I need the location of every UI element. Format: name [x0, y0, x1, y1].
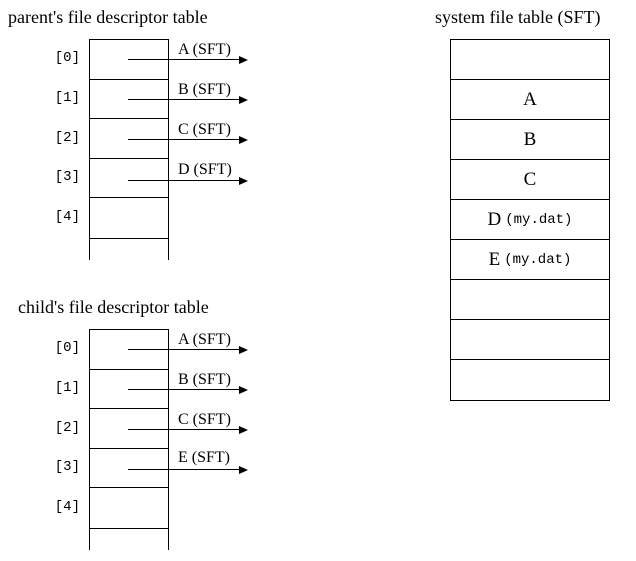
arrowhead — [239, 55, 248, 64]
sft-box: A B C D(my.dat) E(my.dat) — [450, 39, 610, 401]
sft-entry-label: A — [523, 88, 537, 110]
sft-entry-label: C — [523, 168, 537, 190]
sft-entry-file: (my.dat) — [504, 251, 572, 268]
fd-cell — [90, 409, 168, 449]
sft-cell-5: E(my.dat) — [451, 240, 609, 280]
fd-cell — [90, 119, 168, 159]
parent-fd-index-3: [3] — [54, 169, 80, 185]
child-fd-index-3: [3] — [54, 459, 80, 475]
child-pointer-arrow-1 — [128, 389, 240, 390]
sft-cell-7 — [451, 320, 609, 360]
sft-title: system file table (SFT) — [435, 7, 601, 27]
child-arrow-label-3: E (SFT) — [178, 449, 230, 466]
parent-fd-index-1: [1] — [54, 90, 80, 106]
arrowhead — [239, 465, 248, 474]
child-arrow-label-2: C (SFT) — [178, 411, 231, 428]
parent-pointer-arrow-1 — [128, 99, 240, 100]
fd-cell — [90, 198, 168, 238]
child-fd-index-2: [2] — [54, 420, 80, 436]
child-pointer-arrow-2 — [128, 429, 240, 430]
fd-cell — [90, 80, 168, 120]
parent-fd-index-0: [0] — [54, 50, 80, 66]
child-fd-table-continuation — [89, 529, 169, 550]
arrowhead — [239, 345, 248, 354]
sft-entry-file: (my.dat) — [505, 211, 573, 228]
sft-cell-8 — [451, 360, 609, 400]
sft-cell-1: A — [451, 80, 609, 120]
child-arrow-label-0: A (SFT) — [178, 331, 231, 348]
child-pointer-arrow-3 — [128, 469, 240, 470]
fd-cell — [90, 370, 168, 410]
fd-cell — [90, 488, 168, 528]
parent-fd-table-continuation — [89, 239, 169, 260]
fd-cell — [90, 449, 168, 489]
sft-cell-6 — [451, 280, 609, 320]
sft-entry-label: B — [523, 128, 537, 150]
sft-cell-0 — [451, 40, 609, 80]
arrowhead — [239, 425, 248, 434]
parent-table-title: parent's file descriptor table — [8, 7, 208, 27]
child-fd-index-1: [1] — [54, 380, 80, 396]
fd-cell — [90, 330, 168, 370]
fd-cell — [90, 40, 168, 80]
arrowhead — [239, 385, 248, 394]
parent-arrow-label-1: B (SFT) — [178, 81, 231, 98]
sft-cell-2: B — [451, 120, 609, 160]
parent-pointer-arrow-2 — [128, 139, 240, 140]
parent-fd-index-4: [4] — [54, 209, 80, 225]
arrowhead — [239, 95, 248, 104]
sft-cell-3: C — [451, 160, 609, 200]
parent-pointer-arrow-0 — [128, 59, 240, 60]
parent-arrow-label-0: A (SFT) — [178, 41, 231, 58]
child-fd-index-4: [4] — [54, 499, 80, 515]
fd-cell — [90, 159, 168, 199]
arrowhead — [239, 135, 248, 144]
sft-entry-label: E — [488, 248, 501, 270]
sft-cell-4: D(my.dat) — [451, 200, 609, 240]
parent-arrow-label-3: D (SFT) — [178, 161, 232, 178]
child-arrow-label-1: B (SFT) — [178, 371, 231, 388]
parent-pointer-arrow-3 — [128, 180, 240, 181]
child-fd-index-0: [0] — [54, 340, 80, 356]
child-pointer-arrow-0 — [128, 349, 240, 350]
parent-fd-index-2: [2] — [54, 130, 80, 146]
arrowhead — [239, 176, 248, 185]
child-table-title: child's file descriptor table — [18, 297, 209, 317]
sft-entry-label: D — [487, 208, 502, 230]
parent-arrow-label-2: C (SFT) — [178, 121, 231, 138]
